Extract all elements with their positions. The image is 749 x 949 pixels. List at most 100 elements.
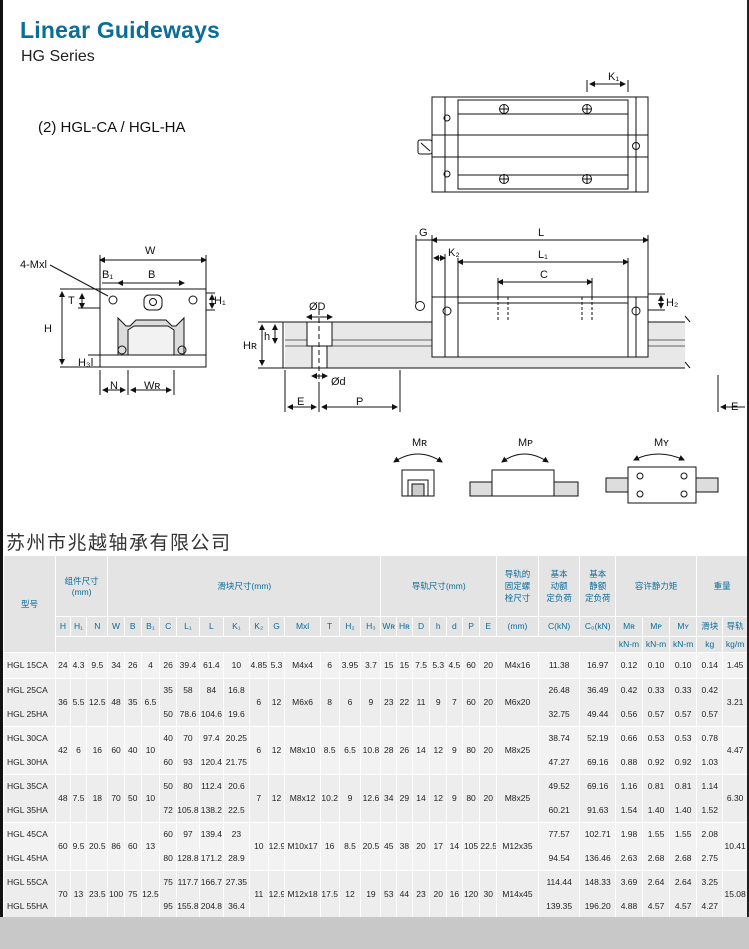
cell-bolt: M4x16 xyxy=(496,651,539,678)
cell-B: 40 xyxy=(123,725,142,774)
cell-Cd: 32.75 xyxy=(537,702,580,726)
cell-T: 16 xyxy=(319,821,340,870)
row-model: HGL 25HA xyxy=(2,702,56,726)
cell-E: 30 xyxy=(479,869,497,918)
row-model: HGL 30CA xyxy=(2,725,56,750)
cell-L1: 58 xyxy=(175,677,200,702)
header-model: 型号 xyxy=(2,556,56,653)
cell-K1: 19.6 xyxy=(222,702,250,726)
subheader-1: H₁ xyxy=(69,616,87,637)
cell-H2: 6 xyxy=(338,677,361,726)
cell-Cd: 49.52 xyxy=(537,773,580,798)
cell-N: 23.5 xyxy=(86,869,108,918)
cell-HR: 29 xyxy=(396,773,413,822)
cell-MR: 2.63 xyxy=(614,846,643,870)
cell-K1: 16.8 xyxy=(222,677,250,702)
cell-K2: 6 xyxy=(248,677,269,726)
dim-e-right: E xyxy=(731,401,738,413)
cell-Cd: 47.27 xyxy=(537,750,580,774)
cell-wb: 0.14 xyxy=(696,651,723,678)
cell-L1: 39.4 xyxy=(175,651,200,678)
cell-C0: 36.49 xyxy=(579,677,616,702)
cell-bolt: M6x20 xyxy=(496,677,539,726)
header-static-load: 基本 静额 定负荷 xyxy=(579,556,616,617)
cell-MY: 2.68 xyxy=(669,846,697,870)
cell-P: 80 xyxy=(461,725,480,774)
cell-C: 40 xyxy=(159,725,177,750)
cell-N: 20.5 xyxy=(86,821,108,870)
cell-WR: 45 xyxy=(380,821,397,870)
cell-G: 12 xyxy=(267,725,285,774)
cell-C: 72 xyxy=(159,798,177,822)
subheader-18: D xyxy=(411,616,430,637)
dim-wr: Wʀ xyxy=(144,380,160,392)
cell-C: 26 xyxy=(159,651,177,678)
cell-H1: 6 xyxy=(69,725,87,774)
cell-Cd: 77.57 xyxy=(537,821,580,846)
cell-WR: 28 xyxy=(380,725,397,774)
cell-wb: 0.57 xyxy=(696,702,723,726)
cell-wb: 0.78 xyxy=(696,725,723,750)
cell-G: 12.9 xyxy=(267,869,285,918)
cell-H2: 9 xyxy=(338,773,361,822)
cell-P: 105 xyxy=(461,821,480,870)
subheader-19: h xyxy=(429,616,447,637)
dim-w: W xyxy=(145,245,156,257)
cell-K1: 20.6 xyxy=(222,773,250,798)
cell-H3: 9 xyxy=(360,677,381,726)
cell-MP: 1.40 xyxy=(642,798,670,822)
subheader-11: G xyxy=(267,616,285,637)
cell-h: 5.3 xyxy=(429,651,447,678)
cell-HR: 15 xyxy=(396,651,413,678)
cell-K1: 20.25 xyxy=(222,725,250,750)
cell-Mxl: M12x18 xyxy=(284,869,321,918)
cell-D: 11 xyxy=(411,677,430,726)
cell-MP: 1.55 xyxy=(642,821,670,846)
cell-G: 12 xyxy=(267,677,285,726)
unit-block-weight: kg xyxy=(696,636,723,653)
moment-my-drawing xyxy=(605,453,719,504)
cell-C: 80 xyxy=(159,846,177,870)
subheader-15: H₃ xyxy=(360,616,381,637)
cell-wb: 1.52 xyxy=(696,798,723,822)
cell-h: 9 xyxy=(429,677,447,726)
subheader-25: C₀(kN) xyxy=(579,616,616,637)
cell-L1: 105.8 xyxy=(175,798,200,822)
dim-od-top: ØD xyxy=(309,301,326,313)
cell-K1: 36.4 xyxy=(222,894,250,918)
dim-k1: K₁ xyxy=(608,71,619,83)
row-model: HGL 55CA xyxy=(2,869,56,894)
cell-MY: 2.64 xyxy=(669,869,697,894)
model-heading: (2) HGL-CA / HGL-HA xyxy=(38,119,186,136)
subheader-5: B₁ xyxy=(140,616,160,637)
subheader-2: N xyxy=(86,616,108,637)
cell-H2: 3.95 xyxy=(338,651,361,678)
dim-b1: B₁ xyxy=(102,269,113,281)
subheader-0: H xyxy=(55,616,71,637)
cell-WR: 53 xyxy=(380,869,397,918)
subheader-28: Mʏ xyxy=(669,616,697,637)
cell-H2: 8.5 xyxy=(338,821,361,870)
cell-MY: 0.53 xyxy=(669,725,697,750)
cell-MY: 1.55 xyxy=(669,821,697,846)
moment-mr-label: Mʀ xyxy=(412,437,427,449)
cell-T: 8.5 xyxy=(319,725,340,774)
cell-B: 35 xyxy=(123,677,142,726)
cell-MY: 0.10 xyxy=(669,651,697,678)
cell-B1: 13 xyxy=(140,821,160,870)
subheader-6: C xyxy=(159,616,177,637)
cell-wb: 4.27 xyxy=(696,894,723,918)
cell-Cd: 26.48 xyxy=(537,677,580,702)
subheader-21: P xyxy=(461,616,480,637)
cell-H1: 13 xyxy=(69,869,87,918)
cell-d: 9 xyxy=(446,725,463,774)
cell-H1: 9.5 xyxy=(69,821,87,870)
cell-MP: 0.53 xyxy=(642,725,670,750)
dim-h-small: h xyxy=(264,331,270,343)
header-assembly: 组件尺寸 (mm) xyxy=(55,556,108,617)
header-moment: 容许静力矩 xyxy=(614,556,697,617)
header-weight: 重量 xyxy=(696,556,747,617)
